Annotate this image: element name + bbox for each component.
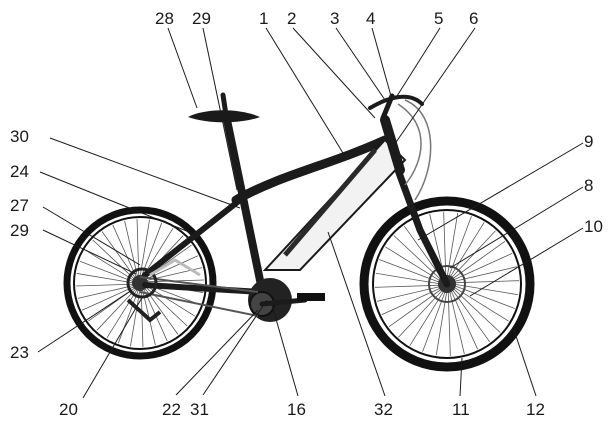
callout-20: 20 [59,400,78,419]
leader-30 [50,138,240,208]
callout-22: 22 [162,400,181,419]
leader-16 [272,305,298,396]
callout-32: 32 [374,400,393,419]
callout-11: 11 [452,400,470,419]
callout-9: 9 [584,132,593,151]
leader-31 [203,300,267,395]
leader-12 [514,330,536,396]
leader-22 [176,310,258,395]
callout-27: 27 [10,196,29,215]
leader-27 [43,207,140,265]
callout-1: 1 [259,9,268,28]
leader-3 [336,28,385,100]
leader-29-left [43,230,136,274]
leader-2 [293,28,375,118]
callout-29-left: 29 [10,221,29,240]
spoke [375,285,441,287]
pedal [297,293,325,301]
spoke [76,284,134,286]
callout-3: 3 [330,9,339,28]
callout-10: 10 [584,217,603,236]
spoke [453,281,519,283]
leader-20 [83,296,143,398]
callout-23: 23 [10,343,29,362]
spoke [448,290,450,356]
leader-29-top [203,28,237,190]
leader-1 [266,28,343,153]
leader-5 [397,28,440,96]
spoke [444,212,446,278]
callout-31: 31 [190,400,209,419]
callout-24: 24 [10,162,29,181]
callout-labels: 28 29 1 2 3 4 5 6 30 9 24 8 27 10 29 23 … [10,9,603,419]
callout-2: 2 [287,9,296,28]
leader-24 [40,172,199,236]
saddle [188,110,260,122]
callout-12: 12 [526,400,545,419]
seat-tube [226,115,262,290]
leader-28 [168,28,197,108]
leader-32 [328,232,385,396]
leader-6 [392,28,475,148]
brake-cable [405,100,431,200]
callout-29-top: 29 [192,9,211,28]
callout-6: 6 [469,9,478,28]
bicycle-frame [128,95,447,322]
callout-28: 28 [155,9,174,28]
callout-5: 5 [434,9,443,28]
spoke [78,285,135,298]
callout-8: 8 [584,176,593,195]
callout-16: 16 [287,400,306,419]
callout-30: 30 [10,127,29,146]
callout-4: 4 [366,9,375,28]
